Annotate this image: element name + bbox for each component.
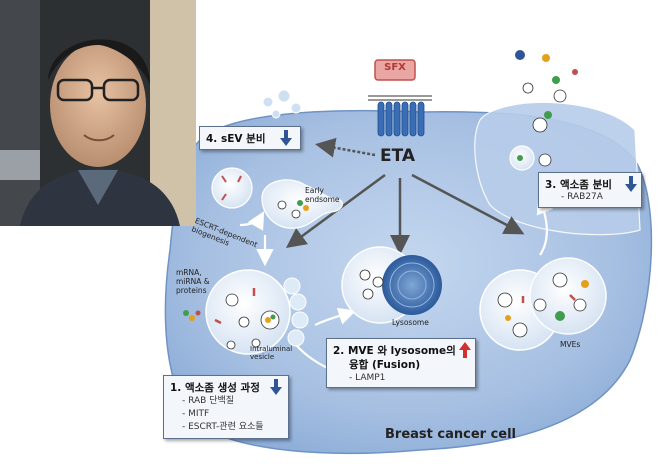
box-mve-lysosome-fusion: 2. MVE 와 lysosome의 융합 (Fusion) - LAMP1 <box>326 338 476 388</box>
box2-title-l2: 융합 (Fusion) <box>349 359 421 371</box>
author-photo <box>0 0 196 226</box>
rna-line3: proteins <box>176 286 207 295</box>
receptor-label: SFX <box>384 62 406 73</box>
box-exosome-biogenesis: 1. 액소좀 생성 과정 - RAB 단백질 - MITF - ESCRT-관련… <box>163 375 289 439</box>
early-endosome-line2: endsome <box>305 195 340 204</box>
down-arrow-icon <box>625 176 637 192</box>
early-endosome-label: Early endsome <box>305 186 340 204</box>
rna-line1: mRNA, <box>176 268 202 277</box>
ilv-line1: Intraluminal <box>250 345 293 353</box>
early-endosome <box>261 179 344 229</box>
box2-title-l1: 2. MVE 와 lysosome의 <box>333 345 456 357</box>
ilv-line2: vesicle <box>250 353 275 361</box>
box1-item-1: - RAB 단백질 <box>182 396 235 406</box>
box-sev-secretion: 4. sEV 분비 <box>199 126 301 150</box>
vesicle-chain <box>283 277 309 347</box>
sev-droplets <box>262 89 302 119</box>
rna-protein-markers <box>183 310 201 321</box>
down-arrow-icon <box>280 130 292 146</box>
box-exosome-secretion: 3. 액소좀 분비 - RAB27A <box>538 172 642 208</box>
rna-line2: miRNA & <box>176 277 210 286</box>
ilv-label: Intraluminal vesicle <box>250 345 292 361</box>
box2-item: - LAMP1 <box>349 373 386 383</box>
down-arrow-icon <box>270 379 282 395</box>
mvb-left <box>205 269 291 355</box>
lysosome-compartment <box>341 246 442 324</box>
eta-receptor <box>368 59 432 137</box>
eta-label: ETA <box>380 146 416 166</box>
mves-label: MVEs <box>560 340 581 349</box>
early-endosome-line1: Early <box>305 186 324 195</box>
secreted-vesicles <box>509 50 578 171</box>
budding-vesicle <box>211 167 253 209</box>
rna-label: mRNA, miRNA & proteins <box>176 268 210 295</box>
box1-title: 1. 액소좀 생성 과정 <box>170 382 260 394</box>
up-arrow-icon <box>459 342 471 358</box>
box1-item-2: - MITF <box>182 409 210 419</box>
mves-right <box>479 257 607 351</box>
cell-label: Breast cancer cell <box>385 427 517 442</box>
lysosome-label: Lysosome <box>392 318 429 327</box>
box3-item: - RAB27A <box>561 192 603 202</box>
box1-item-3: - ESCRT-관련 요소들 <box>182 422 264 432</box>
box4-title: 4. sEV 분비 <box>206 133 266 145</box>
box3-title: 3. 액소좀 분비 <box>545 179 612 191</box>
